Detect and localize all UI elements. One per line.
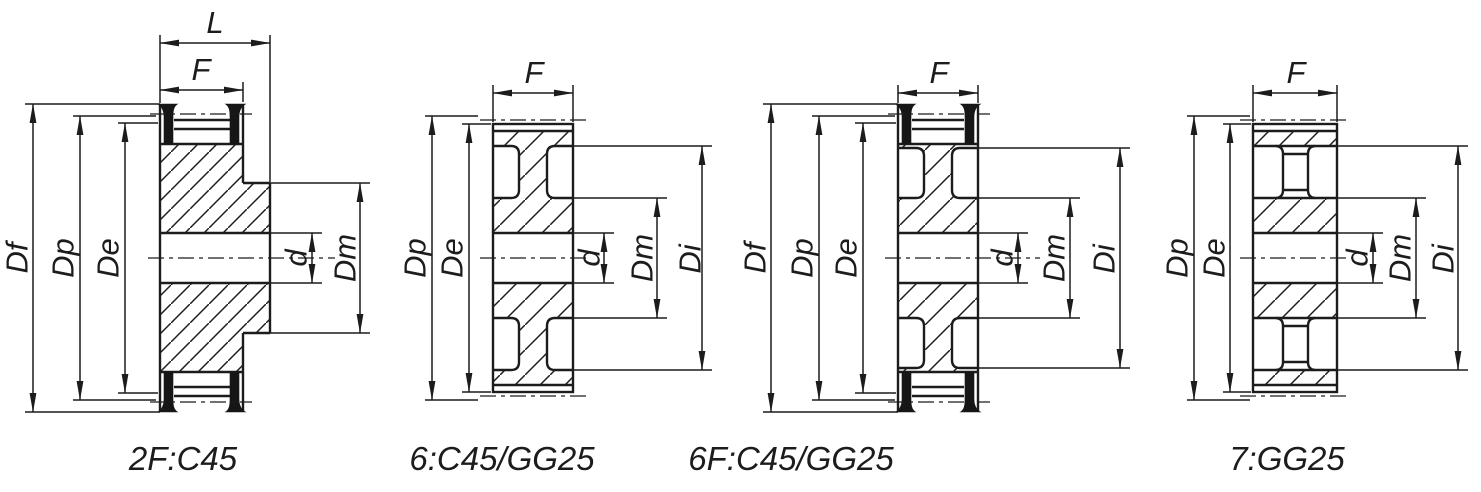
dim-label-De: De xyxy=(91,238,126,278)
pulley-body-section xyxy=(1240,119,1352,397)
pulley-body-section xyxy=(480,119,590,397)
dim-label-Dm: Dm xyxy=(1383,234,1418,282)
dimension-d: d xyxy=(978,232,1028,284)
dimension-d: d xyxy=(270,232,322,284)
dim-label-F: F xyxy=(525,55,546,90)
dim-label-L: L xyxy=(206,5,223,40)
dimension-Dm: Dm xyxy=(978,197,1080,319)
dimension-F: F xyxy=(897,55,979,103)
dim-label-F: F xyxy=(930,55,951,90)
dimension-De: De xyxy=(829,122,896,394)
dim-label-F: F xyxy=(192,52,213,87)
dim-label-De: De xyxy=(1197,238,1232,278)
dim-label-Di: Di xyxy=(1426,243,1461,273)
dim-label-F: F xyxy=(1287,55,1308,90)
dim-label-Df: Df xyxy=(738,239,773,273)
dimension-Df: Df xyxy=(738,103,898,413)
dimension-Dp: Dp xyxy=(46,115,156,401)
drawing-2f: L F Df Dp De d xyxy=(0,5,370,477)
drawing-caption: 2F:C45 xyxy=(128,440,238,477)
dimension-Dp: Dp xyxy=(785,115,895,401)
dimension-Dp: Dp xyxy=(398,115,478,401)
dimension-Dm: Dm xyxy=(573,197,667,319)
drawing-6f: F Df Dp De d Dm xyxy=(688,55,1130,477)
dim-label-Di: Di xyxy=(1087,243,1122,273)
dimension-Di: Di xyxy=(1337,145,1468,371)
dim-label-d: d xyxy=(985,248,1020,267)
dim-label-d: d xyxy=(279,248,314,267)
dimension-Dm: Dm xyxy=(1337,197,1426,319)
drawing-7: F Dp De d Dm Di xyxy=(1160,55,1468,477)
dim-label-Dp: Dp xyxy=(46,238,81,278)
dim-label-Dp: Dp xyxy=(1160,238,1195,278)
drawing-caption: 6F:C45/GG25 xyxy=(688,440,894,477)
dim-label-Dp: Dp xyxy=(398,238,433,278)
dim-label-Dp: Dp xyxy=(785,238,820,278)
dimension-Di: Di xyxy=(573,145,712,371)
dim-label-Df: Df xyxy=(0,239,35,273)
dimension-F: F xyxy=(1252,55,1338,122)
dim-label-Dm: Dm xyxy=(1037,234,1072,282)
dimension-De: De xyxy=(435,123,491,393)
dimension-L: L xyxy=(159,5,271,182)
dimension-F: F xyxy=(159,52,244,102)
dimension-F: F xyxy=(492,55,574,122)
drawing-caption: 7:GG25 xyxy=(1229,440,1345,477)
dimension-Df: Df xyxy=(0,103,160,413)
dimension-De: De xyxy=(91,122,158,394)
dim-label-d: d xyxy=(572,248,607,267)
pulley-body-section xyxy=(885,103,1040,413)
dimension-Di: Di xyxy=(978,147,1130,369)
dimension-d: d xyxy=(1337,232,1383,284)
drawing-6: F Dp De d Dm Di xyxy=(398,55,712,477)
dimension-Dm: Dm xyxy=(270,182,370,334)
pulley-body-section xyxy=(148,103,335,413)
drawing-caption: 6:C45/GG25 xyxy=(409,440,595,477)
dimension-d: d xyxy=(572,232,614,284)
dimension-De: De xyxy=(1197,123,1251,393)
dim-label-Di: Di xyxy=(673,243,708,273)
dim-label-Dm: Dm xyxy=(625,234,660,282)
dim-label-d: d xyxy=(1340,248,1375,267)
dim-label-Dm: Dm xyxy=(328,234,363,282)
dimension-Dp: Dp xyxy=(1160,115,1250,401)
dim-label-De: De xyxy=(829,238,864,278)
dim-label-De: De xyxy=(435,238,470,278)
